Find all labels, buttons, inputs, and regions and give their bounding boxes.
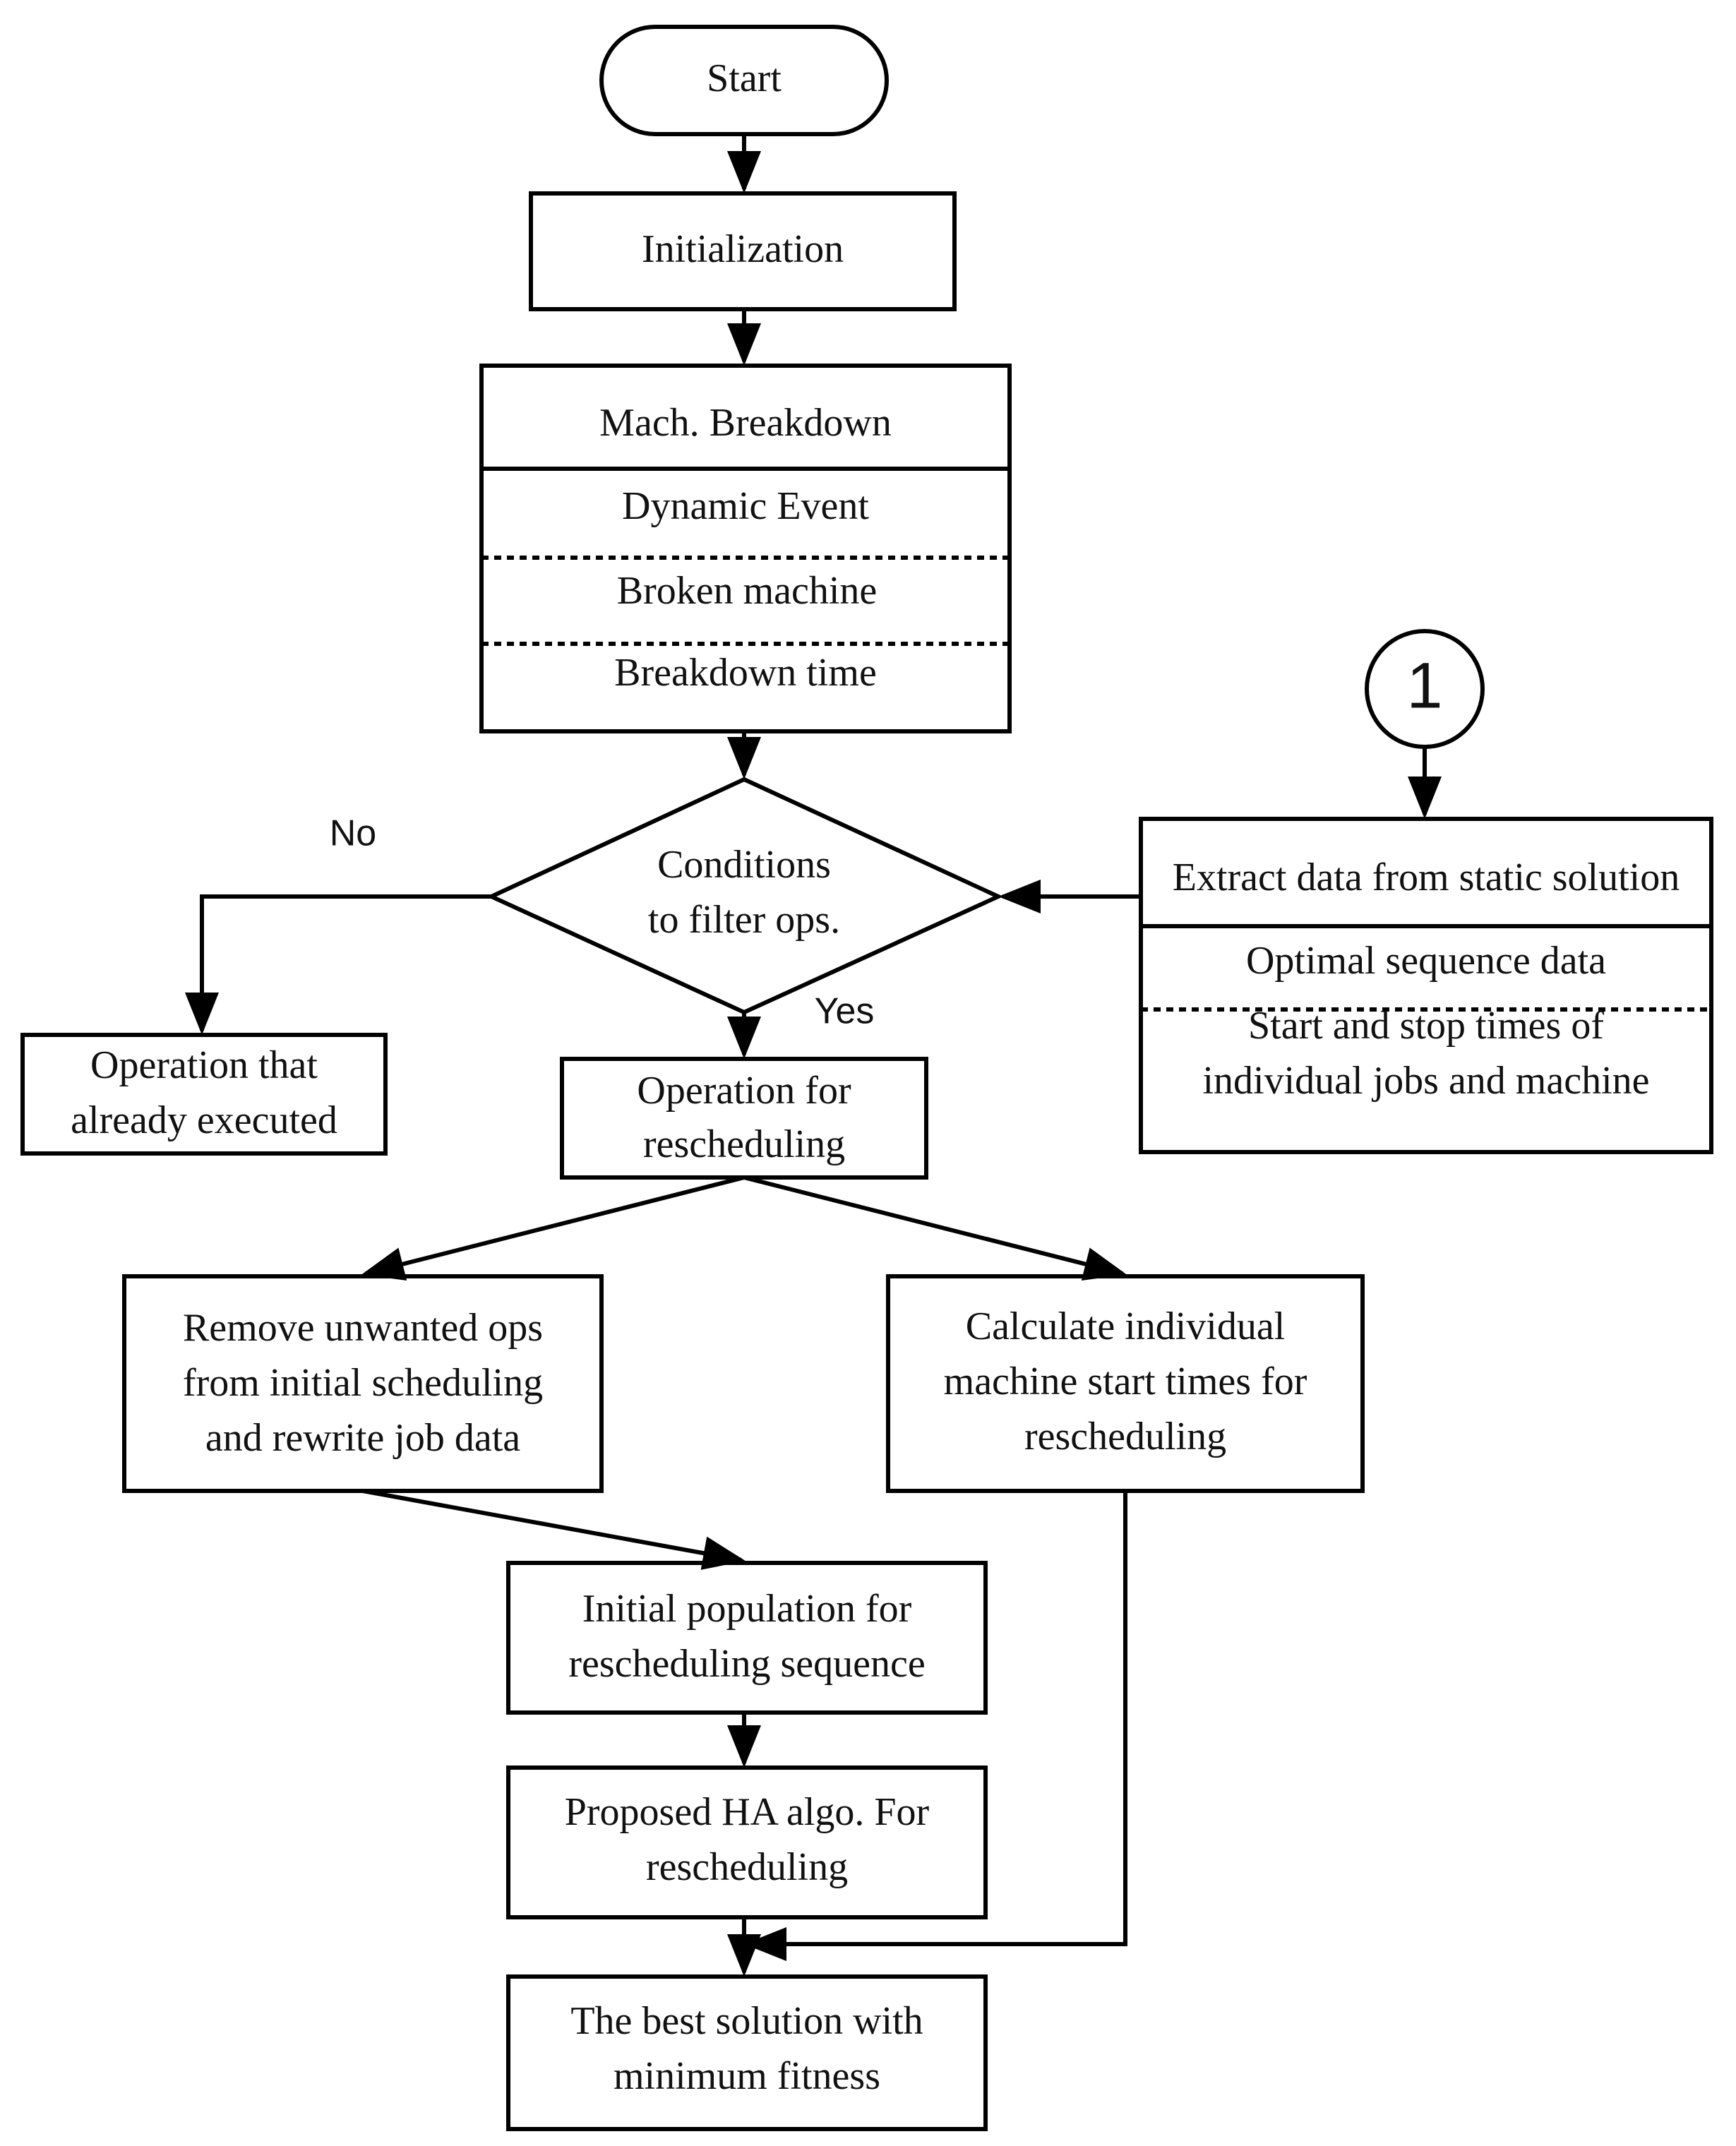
proposed-ha-line1: Proposed HA algo. For (565, 1790, 930, 1834)
static-row-optimal-sequence: Optimal sequence data (1246, 939, 1606, 983)
calc-times-line2: machine start times for (944, 1360, 1307, 1403)
proposed-ha-box (506, 1766, 988, 1919)
arrow-decision-no (185, 894, 491, 1035)
decision-label-line2: to filter ops. (648, 898, 840, 942)
breakdown-header: Mach. Breakdown (599, 401, 892, 445)
static-header: Extract data from static solution (1173, 856, 1680, 899)
breakdown-row-broken-machine: Broken machine (617, 569, 878, 613)
arrow-resched-to-calc (743, 1175, 1127, 1281)
label-no: No (330, 813, 376, 854)
arrow-resched-to-remove (361, 1175, 745, 1281)
arrow-remove-to-initial (362, 1489, 746, 1570)
static-row-times-line2: individual jobs and machine (1203, 1059, 1650, 1103)
remove-ops-line2: from initial scheduling (183, 1361, 543, 1405)
remove-ops-line3: and rewrite job data (205, 1416, 520, 1460)
proposed-ha-line2: rescheduling (646, 1845, 848, 1889)
connector-number: 1 (1406, 649, 1442, 721)
calc-times-line3: rescheduling (1024, 1415, 1226, 1458)
static-solution-box (1139, 817, 1713, 1154)
calc-times-line1: Calculate individual (966, 1305, 1286, 1348)
initial-population-box (506, 1561, 988, 1715)
start-label: Start (707, 56, 782, 100)
static-row-times-line1: Start and stop times of (1248, 1004, 1604, 1048)
executed-box (20, 1033, 388, 1156)
remove-ops-line1: Remove unwanted ops (183, 1306, 543, 1350)
executed-label-line1: Operation that (90, 1043, 318, 1087)
best-solution-line2: minimum fitness (613, 2054, 880, 2098)
executed-label-line2: already executed (71, 1098, 337, 1142)
decision-label-line1: Conditions (657, 843, 831, 887)
resched-op-label-line1: Operation for (637, 1069, 851, 1113)
breakdown-row-dynamic-event: Dynamic Event (622, 484, 869, 528)
resched-op-label-line2: rescheduling (643, 1122, 845, 1166)
initialization-label: Initialization (642, 227, 844, 271)
initial-pop-line1: Initial population for (582, 1587, 912, 1631)
breakdown-row-breakdown-time: Breakdown time (614, 651, 877, 695)
best-solution-box (506, 1974, 988, 2131)
best-solution-line1: The best solution with (570, 1999, 923, 2043)
arrow-calc-to-best (744, 1491, 1127, 1961)
decision-diamond (486, 777, 1004, 1015)
initial-pop-line2: rescheduling sequence (568, 1642, 925, 1686)
label-yes: Yes (815, 991, 875, 1032)
